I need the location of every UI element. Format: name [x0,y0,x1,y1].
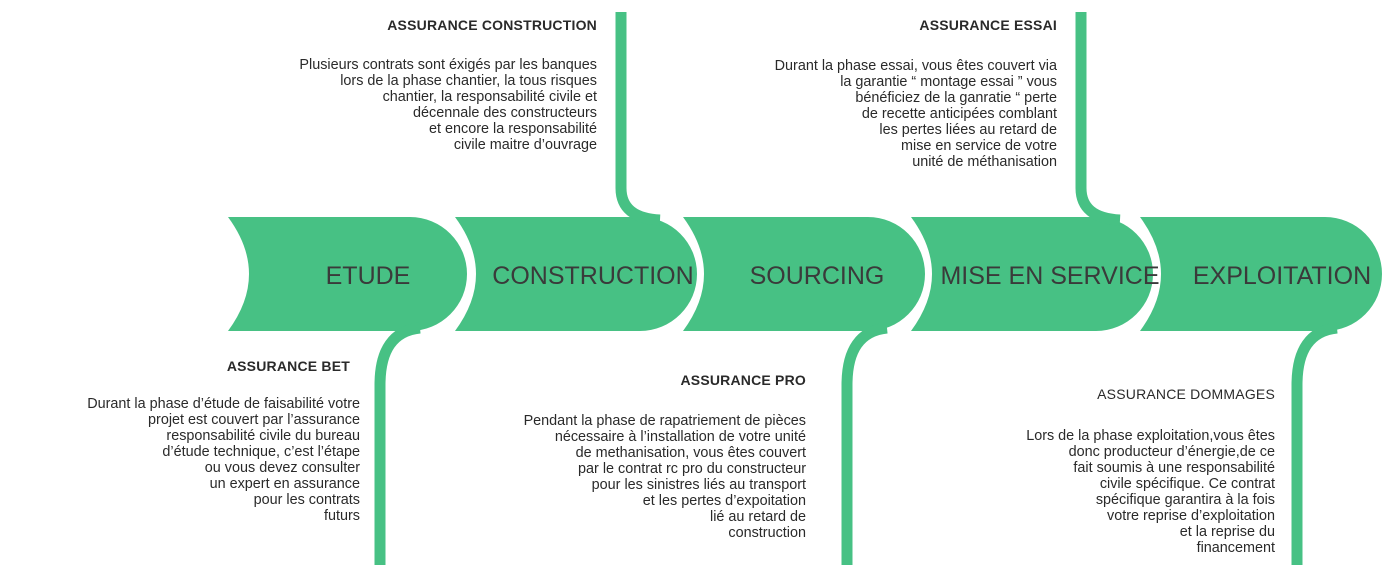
block-title: ASSURANCE BET [226,358,350,374]
block-line: la garantie “ montage essai ” vous [840,74,1057,90]
block-assurance-bet: ASSURANCE BET Durant la phase d’étude de… [87,358,360,524]
block-line: de methanisation, vous êtes couvert [575,445,806,461]
block-line: chantier, la responsabilité civile et [382,89,597,105]
stage-label-exploitation: EXPLOITATION [1193,262,1371,290]
block-body: Lors de la phase exploitation,vous êtes … [1026,428,1275,556]
stage-shape-etude [228,217,467,331]
block-line: projet est couvert par l’assurance [148,412,360,428]
stage-shape-mise-en-service [911,217,1153,331]
stage-label-construction: CONSTRUCTION [492,262,693,290]
connector-dommages-down [1291,322,1338,565]
block-line: fait soumis à une responsabilité [1073,460,1275,476]
block-body: Durant la phase essai, vous êtes couvert… [775,58,1057,170]
block-assurance-dommages: ASSURANCE DOMMAGES Lors de la phase expl… [1026,386,1275,556]
block-line: pour les sinistres liés au transport [591,477,806,493]
block-line: civile maitre d’ouvrage [453,137,597,153]
block-title: ASSURANCE ESSAI [919,17,1057,33]
connector-pro-down [841,322,888,565]
block-line: Lors de la phase exploitation,vous êtes [1026,428,1275,444]
block-line: ou vous devez consulter [204,460,360,476]
stage-shape-exploitation [1140,217,1382,331]
block-line: Durant la phase d’étude de faisabilité v… [87,396,360,412]
block-title: ASSURANCE PRO [680,372,806,388]
block-line: par le contrat rc pro du constructeur [578,461,806,477]
block-line: responsabilité civile du bureau [166,428,360,444]
block-line: pour les contrats [253,492,360,508]
block-body: Durant la phase d’étude de faisabilité v… [87,396,360,524]
block-line: nécessaire à l’installation de votre uni… [554,429,806,445]
block-line: lié au retard de [710,509,806,525]
block-line: votre reprise d’exploitation [1107,508,1275,524]
stage-shape-construction [455,217,697,331]
block-line: et encore la responsabilité [429,121,597,137]
connector-construction-up [615,12,661,226]
block-assurance-pro: ASSURANCE PRO Pendant la phase de rapatr… [524,372,806,541]
block-line: mise en service de votre [901,138,1057,154]
stage-shape-sourcing [683,217,925,331]
connector-bet-down [374,322,421,565]
block-line: Pendant la phase de rapatriement de pièc… [523,413,806,429]
block-line: et la reprise du [1179,524,1275,540]
block-line: donc producteur d’énergie,de ce [1068,444,1275,460]
block-line: bénéficiez de la ganratie “ perte [855,90,1057,106]
block-line: les pertes liées au retard de [879,122,1057,138]
block-line: financement [1196,540,1275,556]
block-assurance-construction: ASSURANCE CONSTRUCTION Plusieurs contrat… [299,17,597,153]
block-line: décennale des constructeurs [413,105,597,121]
block-title: ASSURANCE DOMMAGES [1097,386,1275,402]
block-title: ASSURANCE CONSTRUCTION [387,17,597,33]
stage-label-sourcing: SOURCING [750,262,885,290]
block-line: Plusieurs contrats sont éxigés par les b… [299,57,597,73]
block-line: futurs [324,508,360,524]
block-body: Plusieurs contrats sont éxigés par les b… [299,57,597,153]
connector-essai-up [1075,12,1121,226]
block-line: unité de méthanisation [912,154,1057,170]
block-line: spécifique garantira à la fois [1095,492,1275,508]
block-body: Pendant la phase de rapatriement de pièc… [524,413,806,541]
block-line: civile spécifique. Ce contrat [1099,476,1275,492]
stage-label-mise-en-service: MISE EN SERVICE [940,262,1159,290]
block-line: de recette anticipées comblant [861,106,1057,122]
block-line: construction [728,525,806,541]
stage-label-etude: ETUDE [326,262,411,290]
block-line: un expert en assurance [209,476,360,492]
block-line: d’étude technique, c’est l’étape [162,444,360,460]
block-line: lors de la phase chantier, la tous risqu… [340,73,597,89]
block-line: Durant la phase essai, vous êtes couvert… [774,58,1057,74]
block-assurance-essai: ASSURANCE ESSAI Durant la phase essai, v… [775,17,1057,170]
block-line: et les pertes d’expoitation [642,493,806,509]
